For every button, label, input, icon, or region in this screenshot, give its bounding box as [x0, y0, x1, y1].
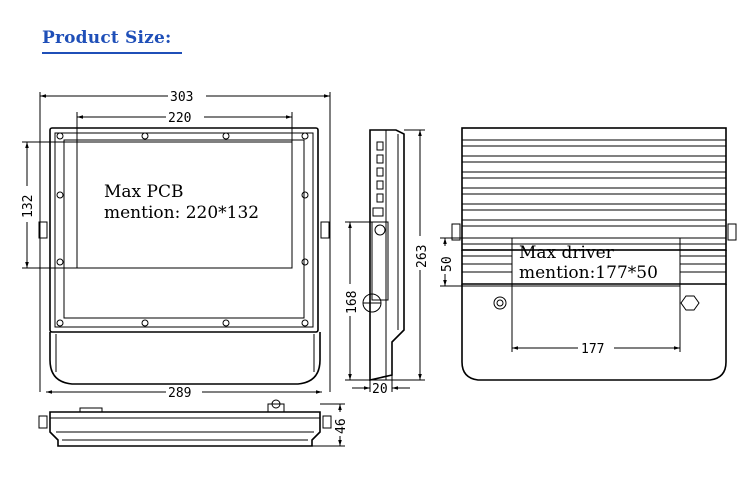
driver-note-line1: Max driver: [519, 243, 615, 263]
pcb-note-line1: Max PCB: [104, 182, 183, 202]
dim-20: 20: [372, 382, 388, 397]
dim-263: 263: [415, 245, 430, 268]
side-view: 263 168 20: [345, 129, 430, 397]
back-view: 50 177 Max driver mention:177*50: [440, 127, 737, 381]
dim-168: 168: [345, 291, 360, 314]
dim-289: 289: [168, 386, 191, 401]
dim-303: 303: [170, 90, 193, 105]
front-view: 303 220 132: [21, 90, 331, 401]
dim-177: 177: [581, 342, 604, 357]
pcb-note-line2: mention: 220*132: [104, 203, 259, 223]
driver-note-line2: mention:177*50: [519, 263, 658, 283]
page-title: Product Size:: [42, 28, 172, 48]
dim-220: 220: [168, 111, 191, 126]
title-underline: [42, 52, 182, 54]
bottom-view: 46: [38, 399, 349, 447]
dim-46: 46: [334, 418, 349, 434]
dim-132: 132: [21, 195, 36, 218]
dim-50: 50: [440, 256, 455, 272]
